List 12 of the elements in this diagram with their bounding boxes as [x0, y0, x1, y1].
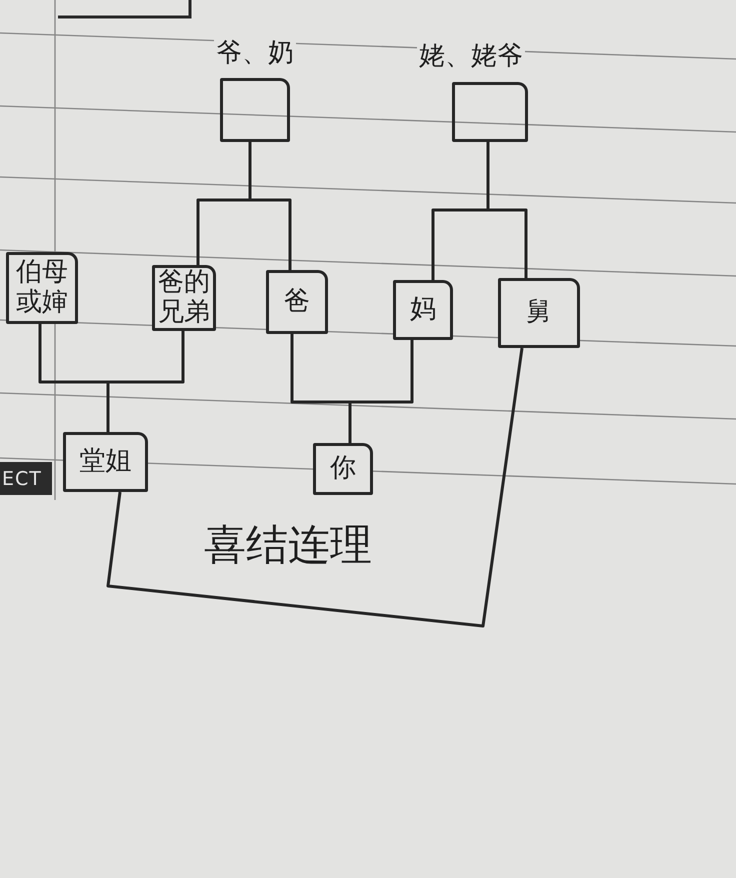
name-box: 妈: [393, 280, 453, 340]
connector-line: [106, 348, 524, 628]
tab-label: ECT: [0, 462, 52, 495]
connector-line: [348, 340, 414, 443]
name-box: 爸的兄弟: [152, 265, 216, 331]
name-box: 你: [313, 443, 373, 495]
name-box: 爸: [266, 270, 328, 334]
connector-line: [486, 142, 528, 278]
name-box: 堂姐: [63, 432, 148, 492]
name-box: 舅: [498, 278, 580, 348]
connector-line: [106, 331, 184, 432]
name-box: 伯母或婶: [6, 252, 78, 324]
